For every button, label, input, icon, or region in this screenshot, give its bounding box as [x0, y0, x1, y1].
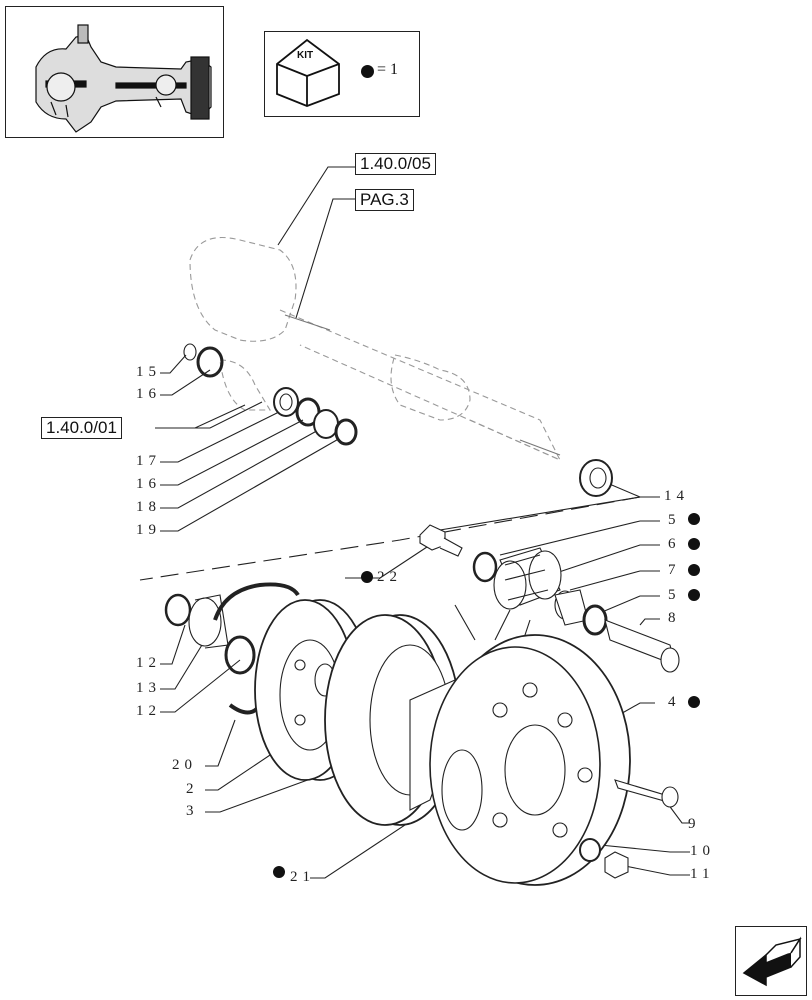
- part-label: 16: [136, 476, 161, 492]
- part-label: 18: [136, 499, 161, 515]
- part-label: 19: [136, 522, 161, 538]
- ghost-axle-housing: [189, 236, 562, 462]
- part-label: 5: [668, 512, 681, 528]
- ref-link-1-40-0-05[interactable]: 1.40.0/05: [355, 153, 436, 175]
- part-label: 8: [668, 610, 681, 626]
- part-label: 20: [172, 757, 197, 773]
- part-label: 12: [136, 655, 161, 671]
- part-label: 22: [377, 569, 402, 585]
- part-label: 4: [668, 694, 681, 710]
- part-label: 15: [136, 364, 161, 380]
- filled-dot-icon: [688, 589, 700, 601]
- part-label: 14: [664, 488, 689, 504]
- ref-link-1-40-0-01[interactable]: 1.40.0/01: [41, 417, 122, 439]
- filled-dot-icon: [688, 564, 700, 576]
- next-page-button[interactable]: [735, 926, 807, 996]
- filled-dot-icon: [688, 696, 700, 708]
- kit-label: KIT: [297, 50, 314, 61]
- axle-thumbnail-icon: [35, 24, 212, 133]
- part-label: 11: [690, 866, 715, 882]
- part-label: 9: [688, 816, 701, 832]
- filled-dot-icon: [688, 513, 700, 525]
- part-label: 10: [690, 843, 715, 859]
- kit-legend: KIT = 1: [264, 31, 420, 117]
- filled-dot-icon: [688, 538, 700, 550]
- next-page-arrow-icon: [742, 936, 802, 987]
- filled-dot-icon: [273, 866, 285, 878]
- part-label: 2: [186, 781, 199, 797]
- assembly-thumbnail: [5, 6, 224, 138]
- filled-dot-icon: [361, 65, 374, 78]
- part-label: 17: [136, 453, 161, 469]
- part-label: 5: [668, 587, 681, 603]
- part-label: 12: [136, 703, 161, 719]
- part-label: 6: [668, 536, 681, 552]
- part-label: 3: [186, 803, 199, 819]
- filled-dot-icon: [361, 571, 373, 583]
- part-label: 13: [136, 680, 161, 696]
- part-label: 21: [290, 869, 315, 885]
- ref-link-pag-3[interactable]: PAG.3: [355, 189, 414, 211]
- kit-box-icon: [276, 38, 340, 107]
- part-label: 16: [136, 386, 161, 402]
- part-label: 7: [668, 562, 681, 578]
- kit-equals-text: = 1: [377, 61, 399, 78]
